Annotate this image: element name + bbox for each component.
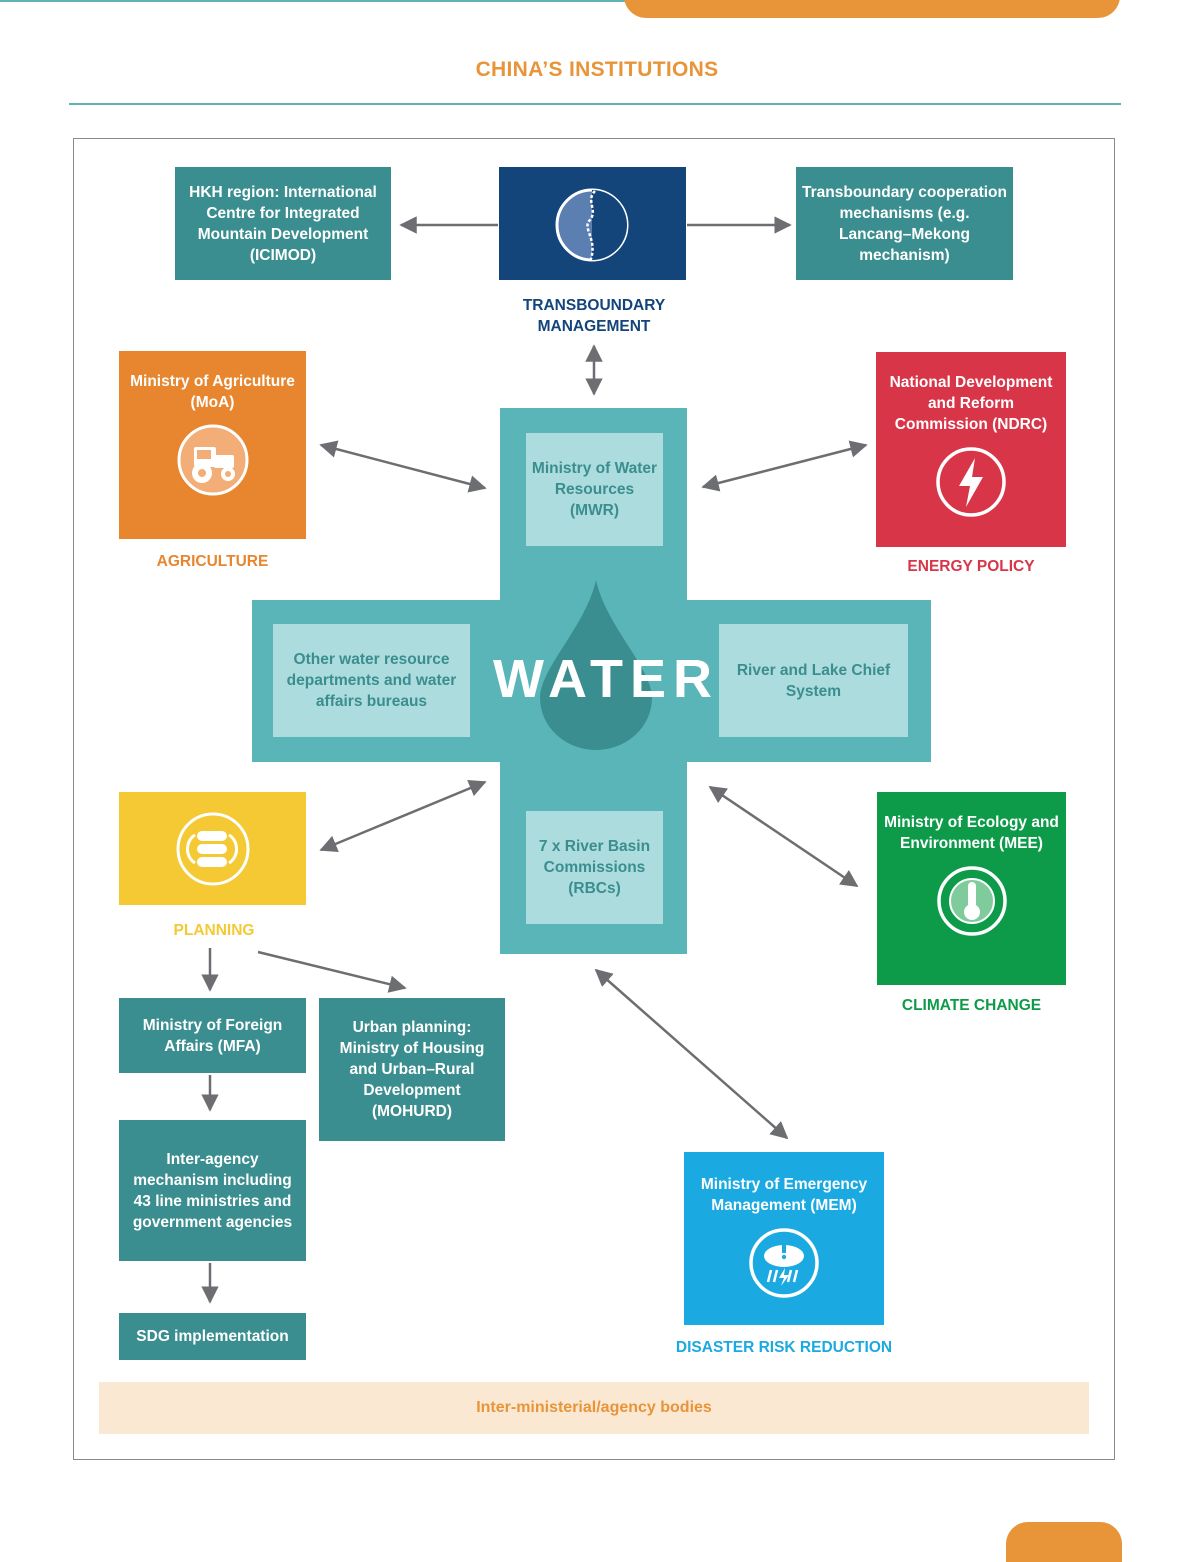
rbc-box: 7 x River Basin Commissions (RBCs) [526, 811, 663, 924]
arrow-planning-water [319, 779, 487, 853]
icimod-box: HKH region: International Centre for Int… [175, 167, 391, 280]
planning-box [119, 792, 306, 905]
water-label: WATER [493, 649, 719, 709]
arrow-mee-water [708, 785, 859, 888]
title-rule [69, 103, 1121, 105]
ndrc-box: National Development and Reform Commissi… [876, 352, 1066, 547]
mem-box: Ministry of Emergency Management (MEM) [684, 1152, 884, 1325]
water-drop-icon [540, 580, 652, 750]
ndrc-label: National Development and Reform Commissi… [889, 374, 1053, 433]
transboundary-caption: TRANSBOUNDARY MANAGEMENT [522, 297, 666, 335]
arrow-mem-water [594, 968, 789, 1140]
planning-cycle-icon [176, 812, 250, 886]
other-water-departments-box: Other water resource departments and wat… [273, 624, 470, 737]
storm-alert-icon [749, 1228, 819, 1298]
planning-caption: PLANNING [173, 922, 255, 939]
moa-box: Ministry of Agriculture (MoA) [119, 351, 306, 539]
lightning-icon [936, 447, 1006, 517]
disaster-caption: DISASTER RISK REDUCTION [675, 1339, 893, 1356]
energy-caption: ENERGY POLICY [907, 558, 1035, 575]
arrow-ndrc-water [701, 440, 868, 492]
page-title: CHINA’S INSTITUTIONS [475, 58, 719, 81]
sdg-box: SDG implementation [119, 1313, 306, 1360]
river-lake-chief-box: River and Lake Chief System [719, 624, 908, 737]
tractor-icon [177, 424, 248, 496]
inter-agency-box: Inter-agency mechanism including 43 line… [119, 1120, 306, 1261]
transboundary-mechanisms-box: Transboundary cooperation mechanisms (e.… [796, 167, 1013, 280]
mfa-box: Ministry of Foreign Affairs (MFA) [119, 998, 306, 1073]
transboundary-box [499, 167, 686, 280]
mee-label: Ministry of Ecology and Environment (MEE… [884, 814, 1059, 852]
mohurd-box: Urban planning: Ministry of Housing and … [319, 998, 505, 1141]
globe-thermometer-icon [936, 866, 1007, 936]
mwr-box: Ministry of Water Resources (MWR) [526, 433, 663, 546]
arrow-moa-water [319, 440, 487, 493]
mee-box: Ministry of Ecology and Environment (MEE… [877, 792, 1066, 985]
inter-ministerial-band: Inter-ministerial/agency bodies [99, 1382, 1089, 1434]
diagram-frame [73, 138, 1115, 1460]
agriculture-caption: AGRICULTURE [156, 553, 269, 570]
climate-caption: CLIMATE CHANGE [901, 997, 1042, 1014]
top-rule [0, 0, 630, 2]
river-map-icon [555, 188, 629, 262]
mem-label: Ministry of Emergency Management (MEM) [700, 1176, 868, 1214]
top-page-tab [624, 0, 1120, 18]
moa-label: Ministry of Agriculture (MoA) [130, 373, 295, 411]
arrow-planning-mohurd [257, 950, 407, 993]
